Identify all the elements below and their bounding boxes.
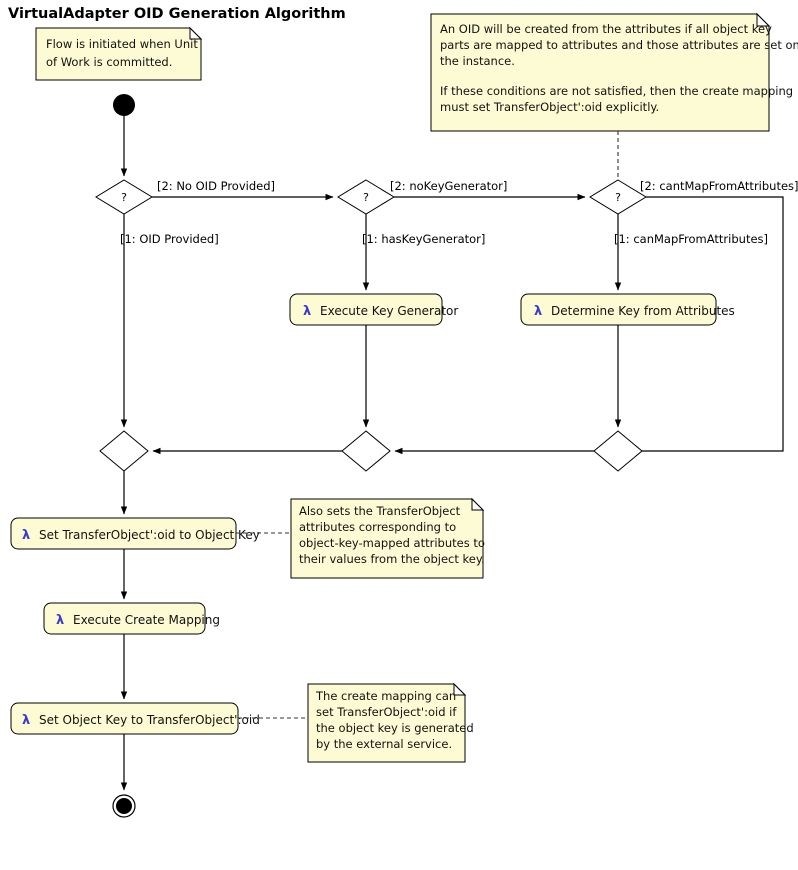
- note-create-mapping-line-2: the object key is generated: [316, 721, 474, 735]
- decision-question-mark-1: ?: [121, 191, 127, 204]
- note-oid-attributes-line-0: An OID will be created from the attribut…: [440, 22, 772, 36]
- note-also-sets: Also sets the TransferObject attributes …: [290, 497, 485, 579]
- note-also-sets-line-0: Also sets the TransferObject: [299, 504, 461, 518]
- guard-can-map-from-attributes: [1: canMapFromAttributes]: [614, 232, 768, 246]
- lambda-icon-set-oid-to-object-key: λ: [22, 528, 30, 543]
- flow-decision3-bypass-to-merge-right: [626, 196, 784, 455]
- lambda-icon-determine-key-from-attributes: λ: [534, 304, 542, 319]
- note-start-line-1: of Work is committed.: [46, 55, 172, 69]
- action-execute-key-generator[interactable]: λ Execute Key Generator: [289, 293, 458, 326]
- note-oid-attributes: An OID will be created from the attribut…: [430, 12, 798, 132]
- note-also-sets-line-1: attributes corresponding to: [299, 520, 456, 534]
- lambda-icon-set-object-key-to-oid: λ: [22, 713, 30, 728]
- page-title: VirtualAdapter OID Generation Algorithm: [8, 6, 346, 22]
- action-label-execute-key-generator: Execute Key Generator: [320, 304, 458, 318]
- action-label-execute-create-mapping: Execute Create Mapping: [73, 613, 220, 627]
- lambda-icon-execute-create-mapping: λ: [56, 613, 64, 628]
- action-label-set-oid-to-object-key: Set TransferObject':oid to Object Key: [39, 528, 260, 542]
- guard-no-key-generator: [2: noKeyGenerator]: [390, 179, 507, 193]
- action-label-determine-key-from-attributes: Determine Key from Attributes: [551, 304, 735, 318]
- note-create-mapping: The create mapping can set TransferObjec…: [307, 682, 474, 763]
- decision-map-from-attributes[interactable]: ?: [589, 179, 647, 215]
- action-determine-key-from-attributes[interactable]: λ Determine Key from Attributes: [520, 293, 735, 326]
- guard-no-oid-provided: [2: No OID Provided]: [157, 179, 275, 193]
- action-set-object-key-to-oid[interactable]: λ Set Object Key to TransferObject':oid: [10, 702, 260, 735]
- final-node: [112, 794, 136, 818]
- decision-question-mark-2: ?: [363, 191, 369, 204]
- action-set-oid-to-object-key[interactable]: λ Set TransferObject':oid to Object Key: [10, 517, 260, 550]
- note-oid-attributes-line-5: must set TransferObject':oid explicitly.: [440, 100, 659, 114]
- note-create-mapping-line-1: set TransferObject':oid if: [316, 705, 457, 719]
- note-also-sets-line-2: object-key-mapped attributes to: [299, 536, 485, 550]
- decision-question-mark-3: ?: [615, 191, 621, 204]
- note-also-sets-line-3: their values from the object key.: [299, 552, 485, 566]
- lambda-icon-execute-key-generator: λ: [303, 304, 311, 319]
- merge-right: [593, 430, 643, 472]
- initial-node: [113, 94, 135, 116]
- action-label-set-object-key-to-oid: Set Object Key to TransferObject':oid: [39, 713, 260, 727]
- note-start: Flow is initiated when Unit of Work is c…: [35, 26, 203, 81]
- decision-key-generator[interactable]: ?: [337, 179, 395, 215]
- guard-cant-map-from-attributes: [2: cantMapFromAttributes]: [640, 179, 798, 193]
- action-execute-create-mapping[interactable]: λ Execute Create Mapping: [43, 602, 220, 635]
- note-oid-attributes-line-2: the instance.: [440, 54, 515, 68]
- note-oid-attributes-line-4: If these conditions are not satisfied, t…: [440, 84, 793, 98]
- merge-middle: [341, 430, 391, 472]
- merge-left: [99, 430, 149, 472]
- note-oid-attributes-line-1: parts are mapped to attributes and those…: [440, 38, 798, 52]
- guard-oid-provided: [1: OID Provided]: [120, 232, 219, 246]
- note-start-line-0: Flow is initiated when Unit: [46, 37, 198, 51]
- decision-oid-provided[interactable]: ?: [95, 179, 153, 215]
- guard-has-key-generator: [1: hasKeyGenerator]: [362, 232, 485, 246]
- note-create-mapping-line-0: The create mapping can: [315, 689, 456, 703]
- note-create-mapping-line-3: by the external service.: [316, 737, 452, 751]
